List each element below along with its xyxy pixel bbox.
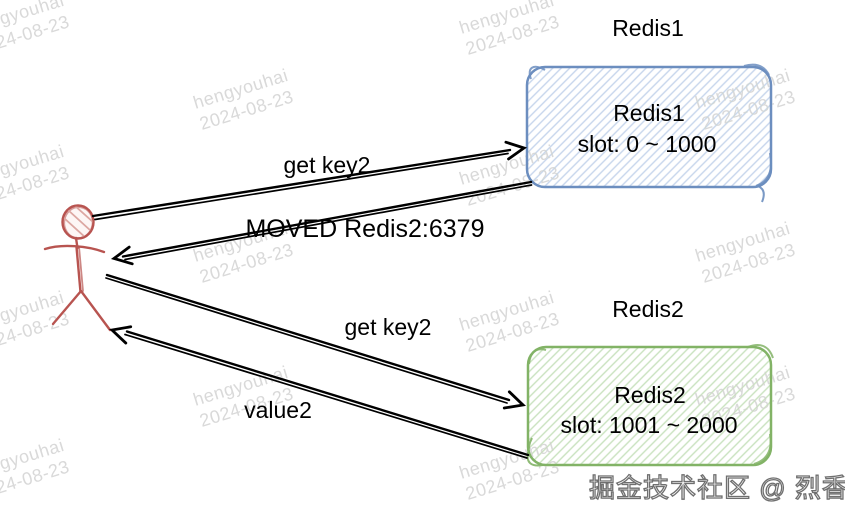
- arrowhead-left-2: [110, 245, 134, 266]
- redis2-sketch-corner-tl: [528, 348, 547, 365]
- arrow-get-key2-redis1: [91, 140, 528, 221]
- figure-body-sketch: [78, 245, 84, 292]
- redis2-box: [526, 345, 773, 467]
- redis2-title: Redis2: [612, 296, 684, 322]
- message-label-get-key2-2: get key2: [345, 314, 432, 340]
- redis2-sketch-corner-bl: [527, 437, 540, 465]
- figure-head-hatch: [63, 206, 93, 238]
- figure-left-leg: [51, 289, 83, 326]
- redis2-slot-range: slot: 1001 ~ 2000: [560, 412, 737, 438]
- message-arrows: [91, 140, 533, 459]
- arrowhead-right-1: [504, 140, 528, 161]
- redis1-sketch-corner-tl: [528, 65, 546, 80]
- figure-arms: [43, 244, 106, 254]
- redis2-node: [526, 344, 774, 467]
- redis1-sketch-corner-tr: [743, 63, 770, 76]
- redis1-box: [525, 65, 773, 189]
- redis1-slot-range: slot: 0 ~ 1000: [578, 131, 717, 157]
- redis2-sketch-corner-br: [753, 433, 772, 465]
- arrow-moved-redirect: [110, 180, 533, 266]
- figure-body: [75, 245, 82, 294]
- community-credit: 掘金技术社区 @ 烈香: [588, 472, 845, 503]
- client-stick-figure: [43, 204, 112, 332]
- redis2-sketch-corner-tr: [747, 344, 774, 359]
- redis1-label: Redis1: [613, 100, 685, 126]
- message-label-moved: MOVED Redis2:6379: [245, 215, 484, 243]
- message-label-get-key2-1: get key2: [284, 152, 371, 178]
- message-label-value2: value2: [244, 397, 312, 423]
- arrow-value2: [109, 325, 530, 459]
- redis1-title: Redis1: [612, 15, 684, 41]
- redis1-node: [525, 63, 773, 203]
- redis2-label: Redis2: [614, 382, 686, 408]
- redis1-sketch-hook-br: [757, 185, 765, 203]
- arrowhead-right-3: [502, 390, 526, 410]
- redis1-sketch-corner-br: [755, 152, 772, 187]
- arrow-get-key2-redis2: [105, 273, 526, 410]
- arrowhead-left-4: [109, 325, 133, 345]
- figure-right-leg: [79, 289, 112, 332]
